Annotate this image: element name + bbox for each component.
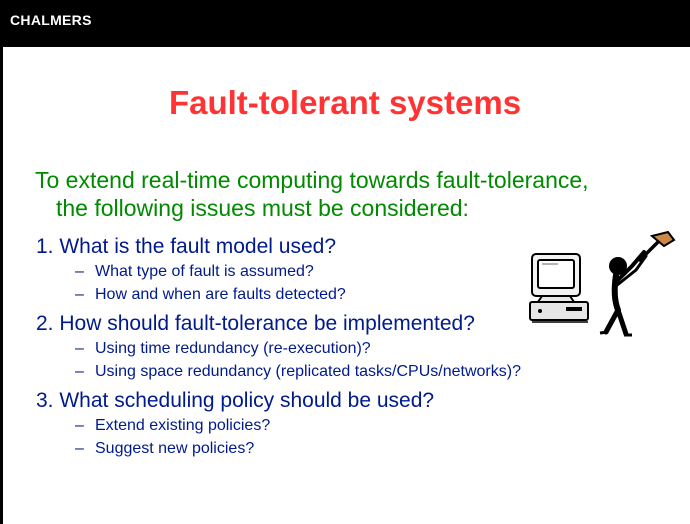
left-border	[0, 47, 3, 524]
sub-item: –Suggest new policies?	[75, 440, 255, 457]
list-item: 2. How should fault-tolerance be impleme…	[36, 312, 475, 335]
brand-logo-text: CHALMERS	[10, 12, 92, 28]
issue-list: 1. What is the fault model used? –What t…	[36, 234, 521, 460]
intro-text: To extend real-time computing towards fa…	[35, 166, 675, 222]
header-bar: CHALMERS	[0, 0, 690, 47]
intro-line-1: To extend real-time computing towards fa…	[35, 167, 589, 193]
sub-item: –How and when are faults detected?	[75, 286, 346, 303]
sub-item: –Using space redundancy (replicated task…	[75, 363, 521, 380]
slide-title: Fault-tolerant systems	[168, 84, 522, 121]
list-item: 1. What is the fault model used?	[36, 235, 336, 258]
sub-item: –What type of fault is assumed?	[75, 263, 314, 280]
person-hammering-computer-icon	[529, 230, 676, 337]
list-item: 3. What scheduling policy should be used…	[36, 389, 435, 412]
sub-item: –Using time redundancy (re-execution)?	[75, 340, 371, 357]
intro-line-2: the following issues must be considered:	[56, 195, 469, 221]
sub-item: –Extend existing policies?	[75, 417, 271, 434]
